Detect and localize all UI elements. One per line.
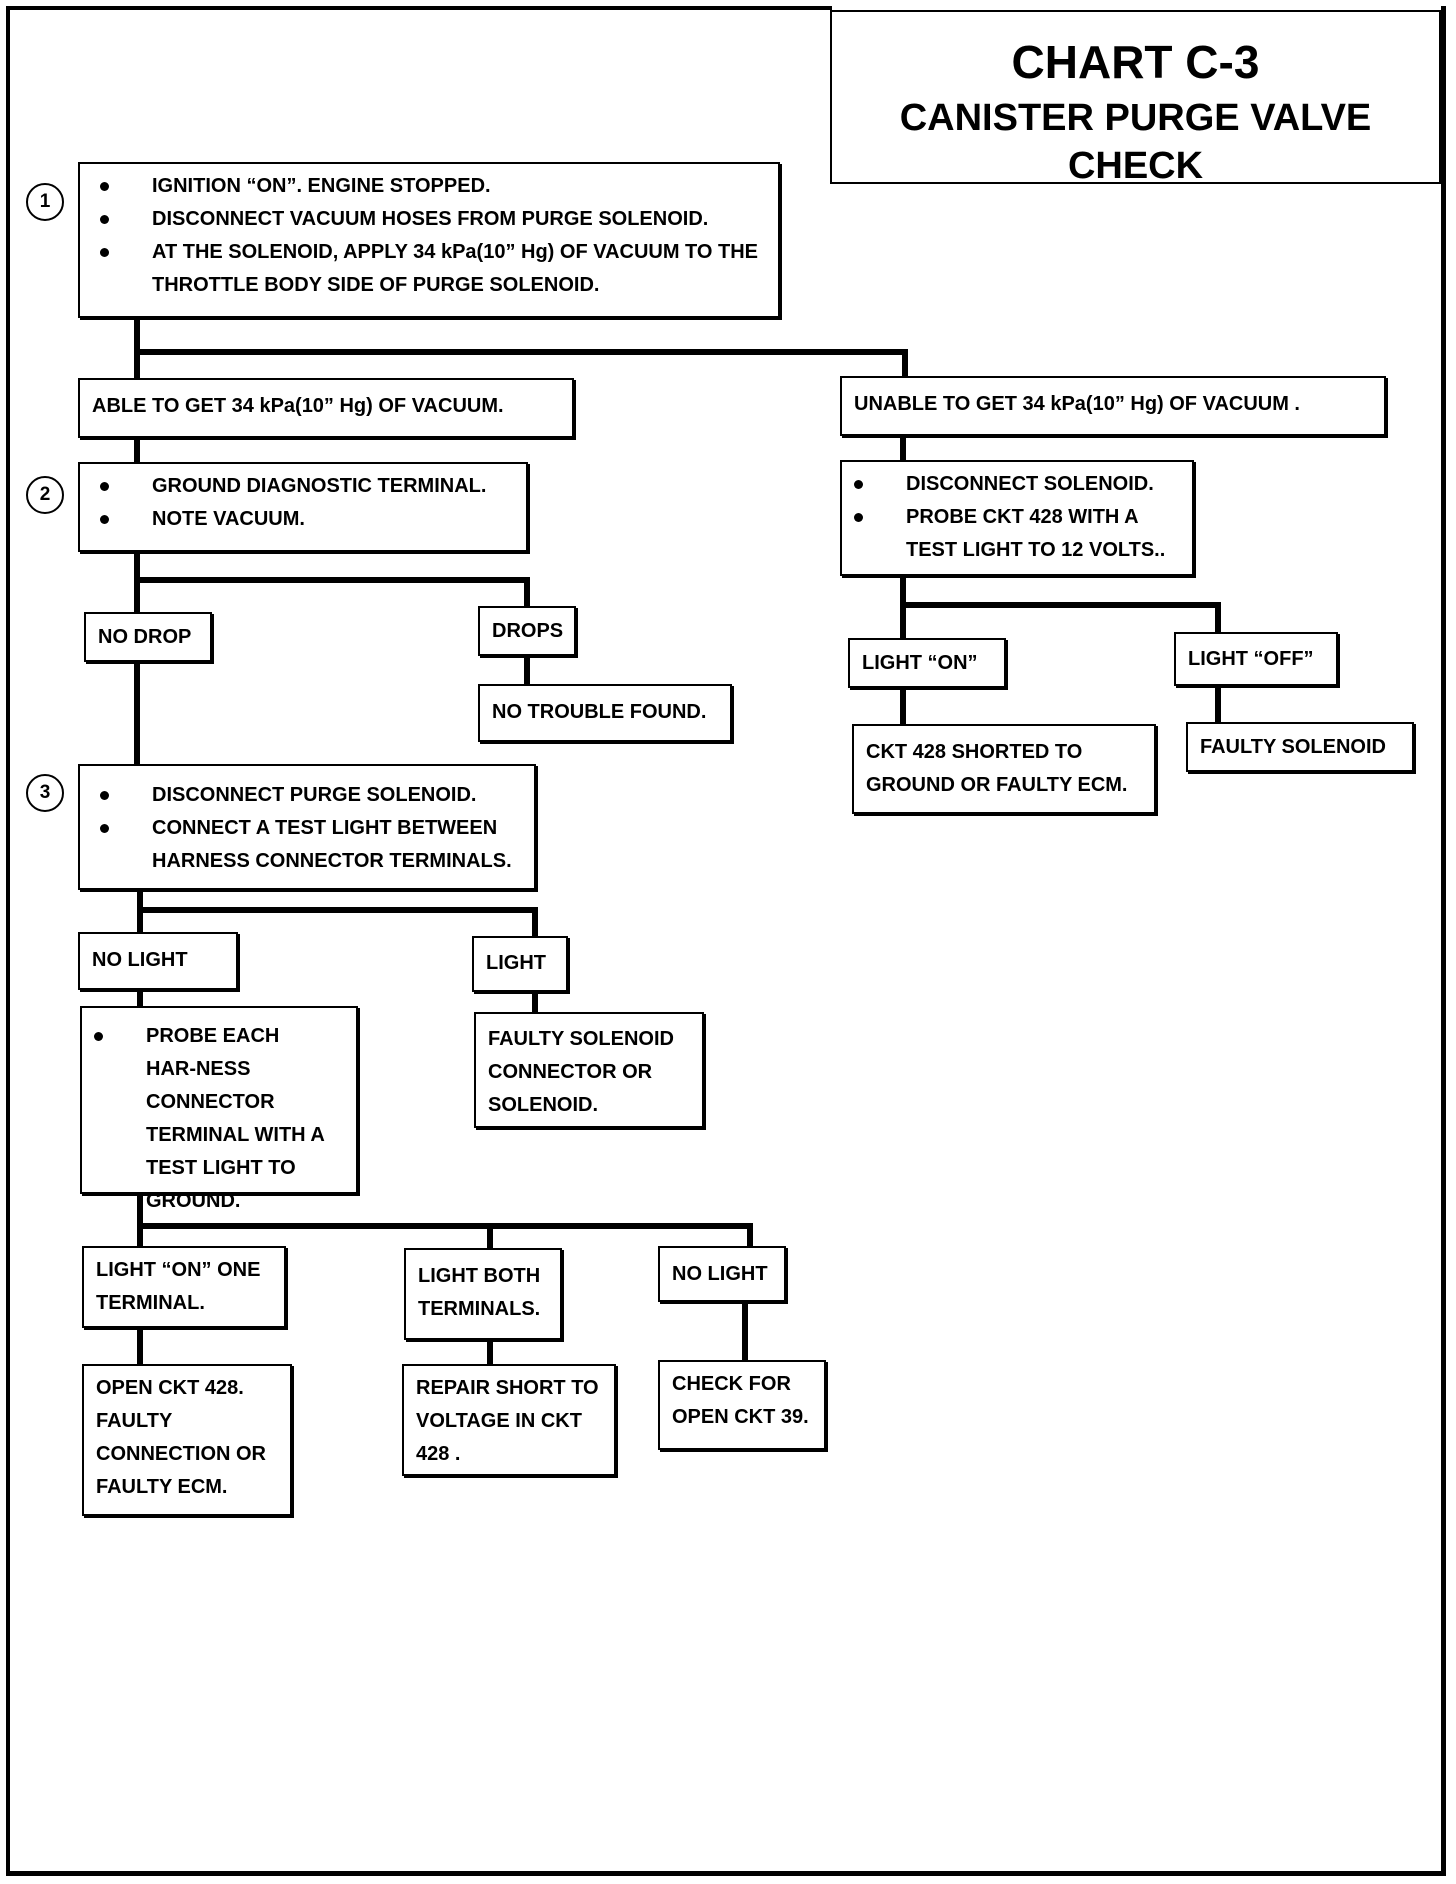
right-light-off-text: LIGHT “OFF” <box>1188 648 1314 670</box>
light-text: LIGHT <box>486 952 546 974</box>
chart-subtitle: CANISTER PURGE VALVE CHECK <box>899 97 1372 187</box>
page-frame <box>6 6 1446 1876</box>
step-marker-3: 3 <box>26 774 64 812</box>
bullet-icon <box>854 480 863 489</box>
line-right-split <box>900 573 1221 635</box>
step2-box: GROUND DIAGNOSTIC TERMINAL. NOTE VACUUM. <box>78 462 528 552</box>
bullet-icon <box>94 1032 103 1041</box>
ckt-shorted-box: CKT 428 SHORTED TO GROUND OR FAULTY ECM. <box>852 724 1156 814</box>
no-light-2-text: NO LIGHT <box>672 1263 768 1285</box>
check-open-box: CHECK FOR OPEN CKT 39. <box>658 1360 826 1450</box>
step1-box: IGNITION “ON”. ENGINE STOPPED. DISCONNEC… <box>78 162 780 318</box>
no-drop-box: NO DROP <box>84 612 212 662</box>
unable-vacuum-box: UNABLE TO GET 34 kPa(10” Hg) OF VACUUM . <box>840 376 1386 436</box>
right-step-box: DISCONNECT SOLENOID. PROBE CKT 428 WITH … <box>840 460 1194 576</box>
bullet-icon <box>100 482 109 491</box>
no-trouble-box: NO TROUBLE FOUND. <box>478 684 732 742</box>
no-trouble-text: NO TROUBLE FOUND. <box>492 701 707 723</box>
step2-item: GROUND DIAGNOSTIC TERMINAL. <box>92 470 514 503</box>
step1-item: DISCONNECT VACUUM HOSES FROM PURGE SOLEN… <box>92 203 766 236</box>
no-light-2-box: NO LIGHT <box>658 1246 786 1302</box>
faulty-solenoid-text: FAULTY SOLENOID <box>1200 736 1386 758</box>
line-split-right <box>134 349 908 379</box>
bullet-icon <box>100 248 109 257</box>
step2-item: NOTE VACUUM. <box>92 503 514 536</box>
faulty-solenoid-box: FAULTY SOLENOID <box>1186 722 1414 772</box>
probe-each-item: PROBE EACH HAR-NESS CONNECTOR TERMINAL W… <box>86 1020 326 1218</box>
step-marker-1: 1 <box>26 183 64 221</box>
faulty-connector-box: FAULTY SOLENOID CONNECTOR OR SOLENOID. <box>474 1012 704 1128</box>
light-both-text: LIGHT BOTH TERMINALS. <box>418 1265 541 1320</box>
drops-box: DROPS <box>478 606 576 656</box>
step3-item: DISCONNECT PURGE SOLENOID. <box>92 779 522 812</box>
right-step-item: DISCONNECT SOLENOID. <box>846 468 1180 501</box>
ckt-shorted-text: CKT 428 SHORTED TO GROUND OR FAULTY ECM. <box>866 741 1128 796</box>
line-probe-split <box>137 1191 753 1249</box>
no-light-box: NO LIGHT <box>78 932 238 990</box>
bullet-icon <box>100 515 109 524</box>
open-ckt428-text: OPEN CKT 428. FAULTY CONNECTION OR FAULT… <box>96 1377 266 1498</box>
step1-item: AT THE SOLENOID, APPLY 34 kPa(10” Hg) OF… <box>92 236 766 302</box>
bullet-icon <box>100 215 109 224</box>
step3-box: DISCONNECT PURGE SOLENOID. CONNECT A TES… <box>78 764 536 890</box>
drops-text: DROPS <box>492 620 564 642</box>
check-open-text: CHECK FOR OPEN CKT 39. <box>672 1373 809 1428</box>
unable-vacuum-text: UNABLE TO GET 34 kPa(10” Hg) OF VACUUM . <box>854 393 1300 415</box>
bullet-icon <box>100 182 109 191</box>
right-light-on-box: LIGHT “ON” <box>848 638 1006 688</box>
step3-item: CONNECT A TEST LIGHT BETWEEN HARNESS CON… <box>92 812 522 878</box>
line-step3-split <box>137 887 538 943</box>
light-on-one-box: LIGHT “ON” ONE TERMINAL. <box>82 1246 286 1328</box>
repair-short-text: REPAIR SHORT TO VOLTAGE IN CKT 428 . <box>416 1377 599 1465</box>
line-step2-split <box>134 549 530 609</box>
probe-each-box: PROBE EACH HAR-NESS CONNECTOR TERMINAL W… <box>80 1006 358 1212</box>
bullet-icon <box>100 791 109 800</box>
no-drop-text: NO DROP <box>98 626 192 648</box>
bullet-icon <box>854 513 863 522</box>
able-vacuum-text: ABLE TO GET 34 kPa(10” Hg) OF VACUUM. <box>92 395 504 417</box>
able-vacuum-box: ABLE TO GET 34 kPa(10” Hg) OF VACUUM. <box>78 378 574 438</box>
light-box: LIGHT <box>472 936 568 992</box>
repair-short-box: REPAIR SHORT TO VOLTAGE IN CKT 428 . <box>402 1364 616 1476</box>
bullet-icon <box>100 824 109 833</box>
light-on-one-text: LIGHT “ON” ONE TERMINAL. <box>96 1259 261 1314</box>
no-light-text: NO LIGHT <box>92 949 188 971</box>
faulty-connector-text: FAULTY SOLENOID CONNECTOR OR SOLENOID. <box>488 1028 674 1116</box>
right-light-on-text: LIGHT “ON” <box>862 652 978 674</box>
right-light-off-box: LIGHT “OFF” <box>1174 632 1338 686</box>
light-both-box: LIGHT BOTH TERMINALS. <box>404 1248 562 1340</box>
chart-title: CHART C-3 <box>1011 36 1260 88</box>
step-marker-2: 2 <box>26 476 64 514</box>
chart-title-box: CHART C-3 CANISTER PURGE VALVE CHECK <box>830 10 1441 187</box>
open-ckt428-box: OPEN CKT 428. FAULTY CONNECTION OR FAULT… <box>82 1364 292 1516</box>
right-step-item: PROBE CKT 428 WITH A TEST LIGHT TO 12 VO… <box>846 501 1180 567</box>
step1-item: IGNITION “ON”. ENGINE STOPPED. <box>92 170 766 203</box>
frame-top-line <box>6 6 832 10</box>
